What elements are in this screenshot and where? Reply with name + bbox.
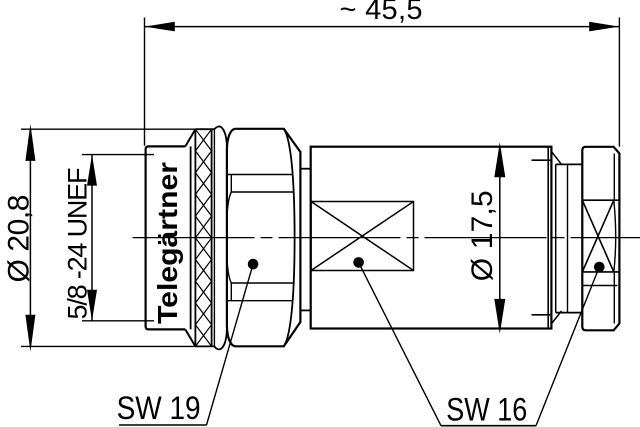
svg-text:Telegärtner: Telegärtner [152, 162, 183, 324]
svg-text:SW 16: SW 16 [446, 392, 527, 427]
svg-text:5/8 -24 UNEF: 5/8 -24 UNEF [63, 168, 93, 320]
svg-text:~ 45,5: ~ 45,5 [340, 0, 423, 26]
svg-text:SW 19: SW 19 [117, 390, 201, 426]
svg-text:Ø 20,8: Ø 20,8 [3, 195, 36, 283]
svg-text:Ø 17,5: Ø 17,5 [466, 190, 499, 281]
